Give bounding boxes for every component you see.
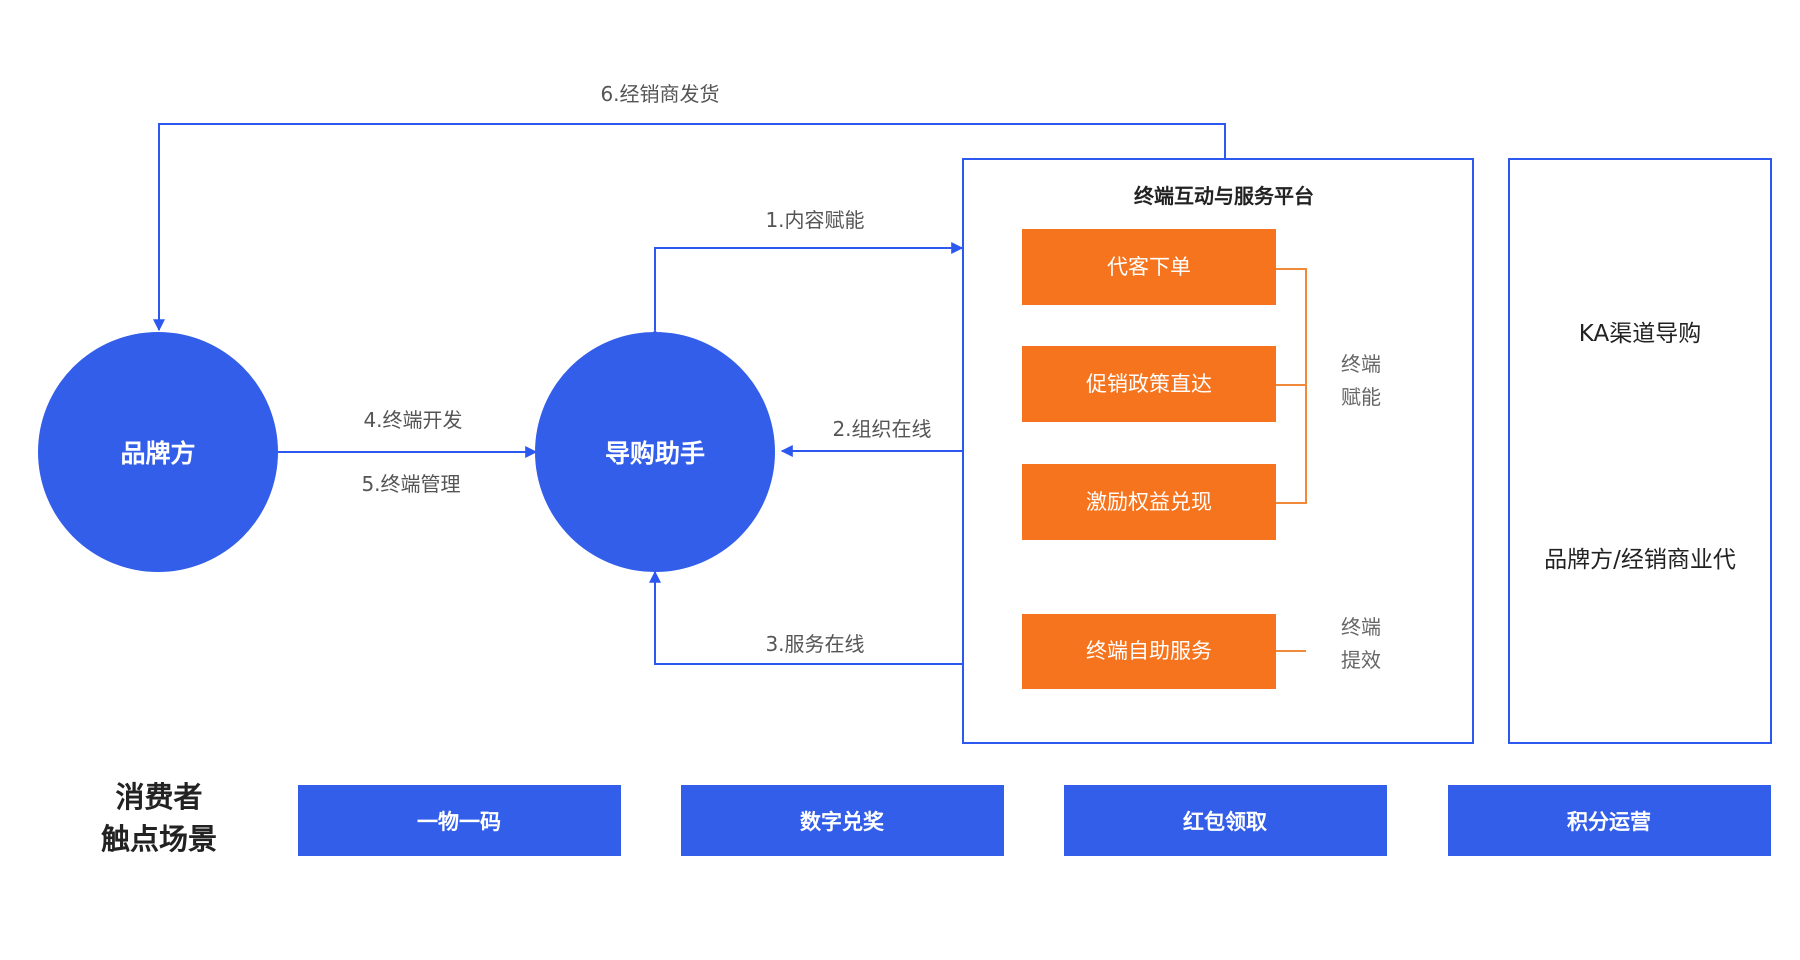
edge-label-service-online: 3.服务在线 xyxy=(765,632,864,656)
brand-node: 品牌方 xyxy=(38,332,278,572)
assistant-node: 导购助手 xyxy=(535,332,775,572)
enablement-label-line2: 赋能 xyxy=(1341,385,1381,409)
platform-item-self-service-label: 终端自助服务 xyxy=(1086,639,1212,663)
platform-item-incentive-redemption-label: 激励权益兑现 xyxy=(1086,490,1212,514)
platform-item-self-service: 终端自助服务 xyxy=(1022,614,1276,689)
ka-channel-guide-label: KA渠道导购 xyxy=(1579,321,1701,347)
consumer-title-line2: 触点场景 xyxy=(101,822,217,856)
scene-digital-prize: 数字兑奖 xyxy=(681,785,1004,856)
platform-item-proxy-order-label: 代客下单 xyxy=(1107,255,1191,279)
platform-title: 终端互动与服务平台 xyxy=(1134,184,1314,208)
ka-agent-label: 品牌方/经销商业代 xyxy=(1544,547,1736,573)
platform-item-promotion-policy-label: 促销政策直达 xyxy=(1086,372,1212,396)
edge-label-content-enablement: 1.内容赋能 xyxy=(765,208,864,232)
edge-label-terminal-management: 5.终端管理 xyxy=(361,472,460,496)
scene-points-operation: 积分运营 xyxy=(1448,785,1771,856)
enablement-label-line1: 终端 xyxy=(1341,352,1381,376)
scene-red-packet: 红包领取 xyxy=(1064,785,1387,856)
edge-label-terminal-development: 4.终端开发 xyxy=(363,408,462,432)
brand-node-label: 品牌方 xyxy=(120,439,195,468)
platform-panel: 终端互动与服务平台 代客下单 促销政策直达 激励权益兑现 终端自助服务 终端 赋… xyxy=(962,158,1474,744)
efficiency-label-line1: 终端 xyxy=(1341,615,1381,639)
scene-points-operation-label: 积分运营 xyxy=(1567,810,1651,834)
scene-red-packet-label: 红包领取 xyxy=(1183,810,1267,834)
edge-label-dealer-shipping: 6.经销商发货 xyxy=(600,82,719,106)
edge-label-organization-online: 2.组织在线 xyxy=(832,417,931,441)
edge-terminal-dev-mgmt: 4.终端开发 5.终端管理 xyxy=(278,408,538,496)
scene-one-item-one-code: 一物一码 xyxy=(298,785,621,856)
edge-service-online: 3.服务在线 xyxy=(649,570,962,665)
edge-dealer-shipping: 6.经销商发货 xyxy=(153,82,1226,332)
scene-digital-prize-label: 数字兑奖 xyxy=(800,810,885,834)
scene-one-item-one-code-label: 一物一码 xyxy=(417,810,501,834)
edge-content-enablement: 1.内容赋能 xyxy=(649,208,964,341)
efficiency-label-line2: 提效 xyxy=(1341,648,1381,672)
assistant-node-label: 导购助手 xyxy=(605,439,705,468)
ka-panel: KA渠道导购 品牌方/经销商业代 xyxy=(1508,158,1772,744)
consumer-touchpoint-title: 消费者 触点场景 xyxy=(101,780,217,856)
consumer-title-line1: 消费者 xyxy=(115,780,202,814)
enablement-bracket xyxy=(1276,268,1307,504)
edge-organization-online: 2.组织在线 xyxy=(780,417,962,457)
platform-item-promotion-policy: 促销政策直达 xyxy=(1022,346,1276,422)
platform-item-proxy-order: 代客下单 xyxy=(1022,229,1276,305)
platform-item-incentive-redemption: 激励权益兑现 xyxy=(1022,464,1276,540)
